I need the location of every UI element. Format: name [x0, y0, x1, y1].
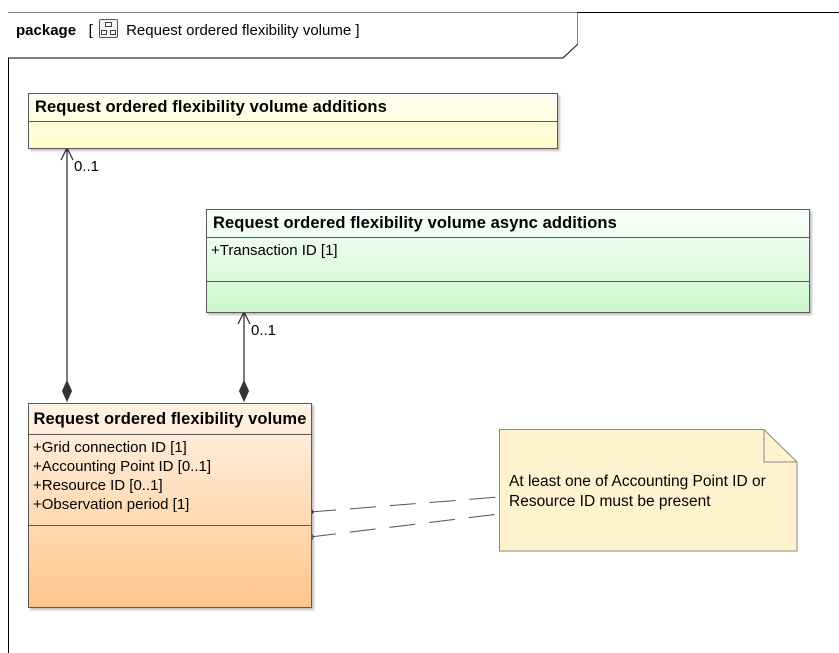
class-additions[interactable]: Request ordered flexibility volume addit…	[28, 93, 558, 149]
attribute-list: +Grid connection ID [1] +Accounting Poin…	[29, 435, 311, 526]
open-bracket: [	[88, 22, 93, 39]
attribute-list: +Transaction ID [1]	[207, 238, 809, 282]
class-request-ordered-flexibility-volume[interactable]: Request ordered flexibility volume +Grid…	[28, 403, 312, 608]
class-async-additions[interactable]: Request ordered flexibility volume async…	[206, 209, 810, 313]
note-anchor-resource	[309, 513, 500, 538]
package-name: Request ordered flexibility volume	[126, 22, 352, 39]
class-name: Request ordered flexibility volume	[29, 404, 311, 435]
attribute: +Resource ID [0..1]	[33, 477, 163, 494]
attribute: +Transaction ID [1]	[211, 242, 338, 259]
package-keyword: package	[16, 22, 77, 39]
class-compartment	[29, 122, 557, 144]
multiplicity-additions: 0..1	[74, 158, 100, 175]
close-bracket: ]	[355, 22, 360, 39]
composition-diamond-additions	[61, 379, 73, 403]
constraint-note[interactable]	[499, 429, 798, 552]
class-name: Request ordered flexibility volume async…	[207, 210, 809, 238]
note-text: At least one of Accounting Point ID or R…	[509, 473, 766, 510]
attribute: +Accounting Point ID [0..1]	[33, 458, 212, 475]
package-tab	[8, 12, 578, 59]
attribute: +Observation period [1]	[33, 496, 190, 513]
class-name: Request ordered flexibility volume addit…	[29, 94, 557, 122]
diagram-icon	[98, 19, 118, 38]
attribute: +Grid connection ID [1]	[33, 439, 187, 456]
composition-diamond-async	[238, 379, 250, 403]
note-anchor-accounting	[309, 496, 500, 513]
multiplicity-async: 0..1	[251, 322, 277, 339]
package-title: package [ Request ordered flexibility vo…	[16, 19, 360, 39]
